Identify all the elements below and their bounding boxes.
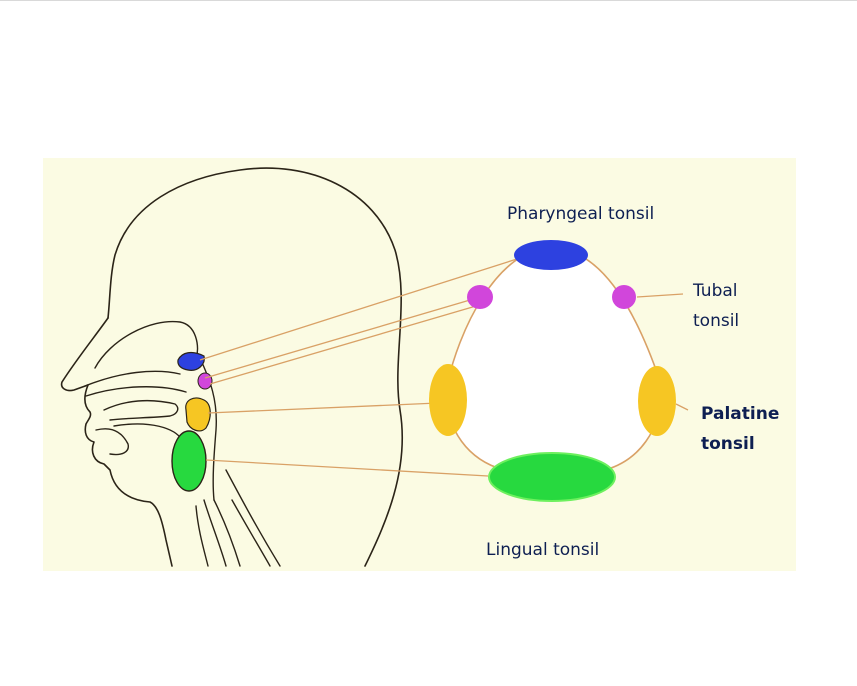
pharyngeal-tonsil-label: Pharyngeal tonsil [507, 204, 655, 224]
lingual-tonsil [488, 452, 616, 502]
tubal-label-pointer [636, 293, 684, 298]
internal-anatomy [84, 320, 281, 567]
head-pharyngeal-tonsil [177, 351, 205, 371]
palatine-tonsil-right [638, 366, 676, 436]
tubal-tonsil-label: Tubal tonsil [693, 281, 740, 331]
diagram-panel [43, 158, 796, 571]
head-palatine-tonsil [185, 397, 211, 432]
tubal-tonsil-right [612, 285, 636, 309]
pharyngeal-tonsil [514, 240, 588, 270]
palatine-tonsil-label: Palatine tonsil [701, 404, 780, 454]
pharyngeal-leader-line [199, 257, 521, 361]
head-tubal-tonsil [197, 372, 213, 390]
lingual-leader-line [205, 459, 489, 477]
waldeyer-ring [445, 247, 664, 471]
palatine-tonsil-left [429, 364, 467, 436]
leader-lines [199, 257, 689, 477]
palatine-label-pointer [675, 403, 689, 411]
palatine-leader-line [207, 402, 439, 414]
top-border [0, 0, 857, 1]
head-lingual-tonsil [171, 430, 207, 492]
tubal-tonsil-left [467, 285, 493, 309]
lingual-tonsil-label: Lingual tonsil [486, 540, 600, 560]
tubal-leader-line-2 [209, 305, 477, 385]
head-outline [60, 167, 404, 567]
tubal-leader-line-1 [204, 299, 471, 379]
